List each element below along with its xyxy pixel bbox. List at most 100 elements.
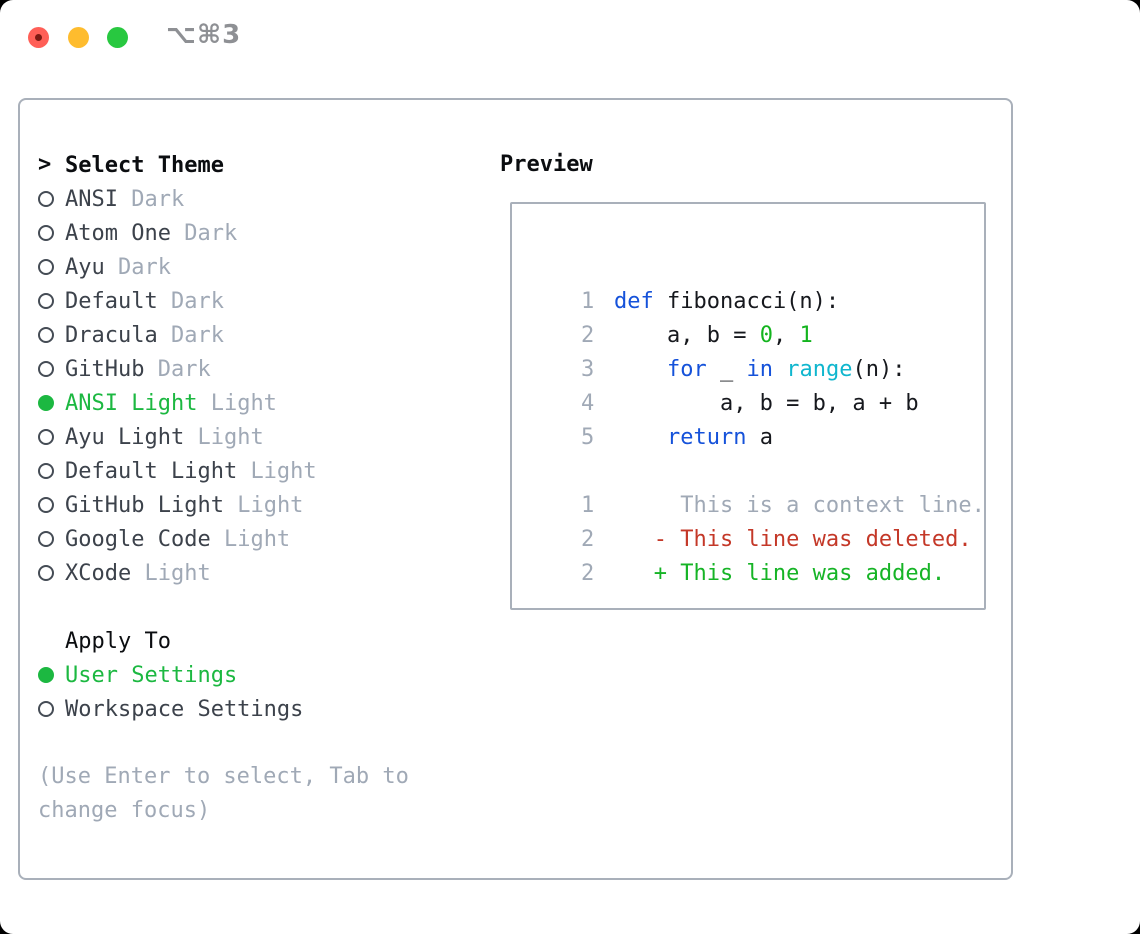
radio-circle-icon [38, 565, 54, 581]
preview-code-line: 2 + This line was added. [528, 523, 984, 586]
title-bar: ⌥⌘3 [0, 0, 1140, 74]
radio-circle-icon [38, 497, 54, 513]
code-tokens: return a [666, 425, 773, 450]
line-number: 1 [580, 493, 595, 518]
space [105, 255, 118, 280]
close-button[interactable] [28, 27, 49, 48]
radio-indicator [38, 531, 65, 547]
line-number: 2 [580, 561, 595, 586]
radio-indicator [38, 565, 65, 581]
space [184, 425, 197, 450]
radio-indicator [38, 361, 65, 377]
theme-name: Default [65, 288, 158, 314]
theme-name: Ayu [65, 254, 105, 280]
radio-circle-icon [38, 463, 54, 479]
preview-code-line: 1 This is a context line. [528, 455, 984, 518]
space [158, 323, 171, 348]
preview-code-line: 2 a, b = 0, 1 [528, 285, 984, 348]
apply-to-list: User Settings Workspace Settings [38, 658, 438, 726]
radio-indicator [38, 225, 65, 241]
theme-name: ANSI Light [65, 390, 198, 416]
line-number: 2 [580, 527, 595, 552]
apply-to-option-label: User Settings [65, 662, 238, 688]
theme-variant: Light [223, 526, 291, 552]
theme-option[interactable]: XCode Light [38, 556, 438, 590]
theme-option[interactable]: GitHub Dark [38, 352, 438, 386]
radio-circle-icon [38, 701, 54, 717]
radio-circle-icon [38, 225, 54, 241]
radio-indicator [38, 429, 65, 445]
radio-indicator [38, 191, 65, 207]
theme-name: GitHub Light [65, 492, 224, 518]
preview-code-line: 4 a, b = b, a + b [528, 353, 984, 416]
radio-indicator [38, 667, 65, 683]
radio-indicator [38, 259, 65, 275]
theme-option[interactable]: GitHub Light Light [38, 488, 438, 522]
radio-circle-icon [38, 293, 54, 309]
space [171, 221, 184, 246]
theme-variant: Dark [170, 288, 224, 314]
apply-to-option[interactable]: Workspace Settings [38, 692, 438, 726]
theme-option[interactable]: Atom One Dark [38, 216, 438, 250]
preview-code-line: 5 return a [528, 387, 984, 450]
radio-circle-icon [38, 395, 54, 411]
theme-option[interactable]: Ayu Dark [38, 250, 438, 284]
radio-circle-icon [38, 361, 54, 377]
code-tokens: def fibonacci(n): [613, 289, 840, 314]
radio-circle-icon [38, 667, 54, 683]
zoom-button[interactable] [107, 27, 128, 48]
theme-variant: Light [237, 492, 304, 518]
spacer [38, 590, 438, 624]
radio-indicator [38, 463, 65, 479]
space [224, 493, 237, 518]
preview-code-line: 1 def fibonacci(n): [528, 251, 984, 314]
theme-variant: Dark [170, 322, 224, 348]
radio-circle-icon [38, 259, 54, 275]
theme-variant: Light [250, 458, 317, 484]
radio-indicator [38, 293, 65, 309]
theme-name: Default Light [65, 458, 238, 484]
theme-option[interactable]: ANSI Dark [38, 182, 438, 216]
line-number: 1 [580, 289, 595, 314]
prompt-indicator: > [38, 152, 52, 177]
line-number: 3 [580, 357, 595, 382]
radio-circle-icon [38, 531, 54, 547]
theme-option[interactable]: Google Code Light [38, 522, 438, 556]
code-tokens: a, b = b, a + b [613, 391, 919, 416]
preview-code-line: 3 for _ in range(n): [528, 319, 984, 382]
preview-code-line: 2 - This line was deleted. [528, 489, 984, 552]
theme-selector-column: > Select Theme ANSI Dark Atom One Dark A… [38, 148, 438, 828]
space [197, 391, 210, 416]
theme-option[interactable]: Default Light Light [38, 454, 438, 488]
select-theme-title: Select Theme [65, 152, 224, 178]
code-tokens: a, b = 0, 1 [613, 323, 813, 348]
theme-name: GitHub [65, 356, 145, 382]
radio-circle-icon [38, 327, 54, 343]
line-number: 4 [580, 391, 595, 416]
radio-circle-icon [38, 191, 54, 207]
theme-variant: Light [144, 560, 211, 586]
select-theme-header: > Select Theme [38, 148, 438, 182]
space [211, 527, 224, 552]
apply-to-option[interactable]: User Settings [38, 658, 438, 692]
minimize-button[interactable] [68, 27, 89, 48]
radio-indicator [38, 701, 65, 717]
line-number: 5 [580, 425, 595, 450]
theme-variant: Light [210, 390, 277, 416]
preview-pane: 1 def fibonacci(n): 2 a, b = 0, 1 3 for _… [510, 202, 986, 610]
radio-circle-icon [38, 429, 54, 445]
spacer [38, 726, 438, 760]
radio-indicator [38, 395, 65, 411]
theme-name: Atom One [65, 220, 171, 246]
theme-option[interactable]: ANSI Light Light [38, 386, 438, 420]
help-text: (Use Enter to select, Tab to change focu… [38, 764, 409, 823]
theme-name: Dracula [65, 322, 158, 348]
space [237, 459, 250, 484]
theme-option[interactable]: Default Dark [38, 284, 438, 318]
main-panel [18, 98, 1013, 880]
theme-name: Google Code [65, 526, 211, 552]
theme-option[interactable]: Dracula Dark [38, 318, 438, 352]
theme-option[interactable]: Ayu Light Light [38, 420, 438, 454]
space [144, 357, 157, 382]
